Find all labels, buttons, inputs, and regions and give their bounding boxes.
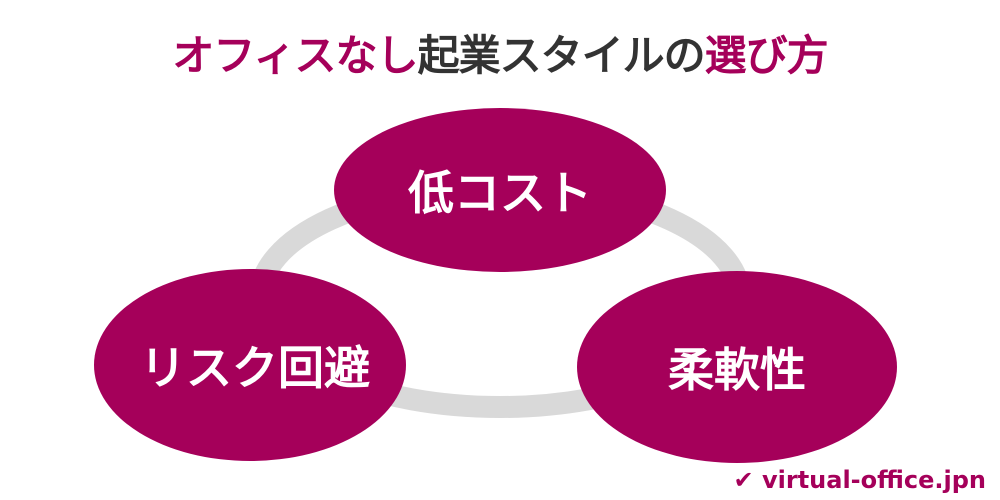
- page-title: オフィスなし起業スタイルの選び方: [0, 22, 1000, 83]
- node-risk-avoidance: [94, 269, 406, 461]
- site-logo: ✔ virtual-office.jpn: [734, 466, 986, 494]
- node-label: リスク回避: [140, 341, 370, 395]
- node-label: 柔軟性: [668, 343, 806, 397]
- check-icon: ✔: [733, 466, 754, 494]
- title-accent-1: オフィスなし: [172, 31, 418, 80]
- title-accent-2: 選び方: [704, 31, 829, 80]
- title-main: 起業スタイルの: [417, 31, 706, 80]
- node-low-cost: [334, 108, 666, 272]
- node-flexibility: [577, 271, 897, 463]
- node-label: 低コスト: [408, 166, 592, 220]
- logo-text: virtual-office.jpn: [761, 466, 986, 494]
